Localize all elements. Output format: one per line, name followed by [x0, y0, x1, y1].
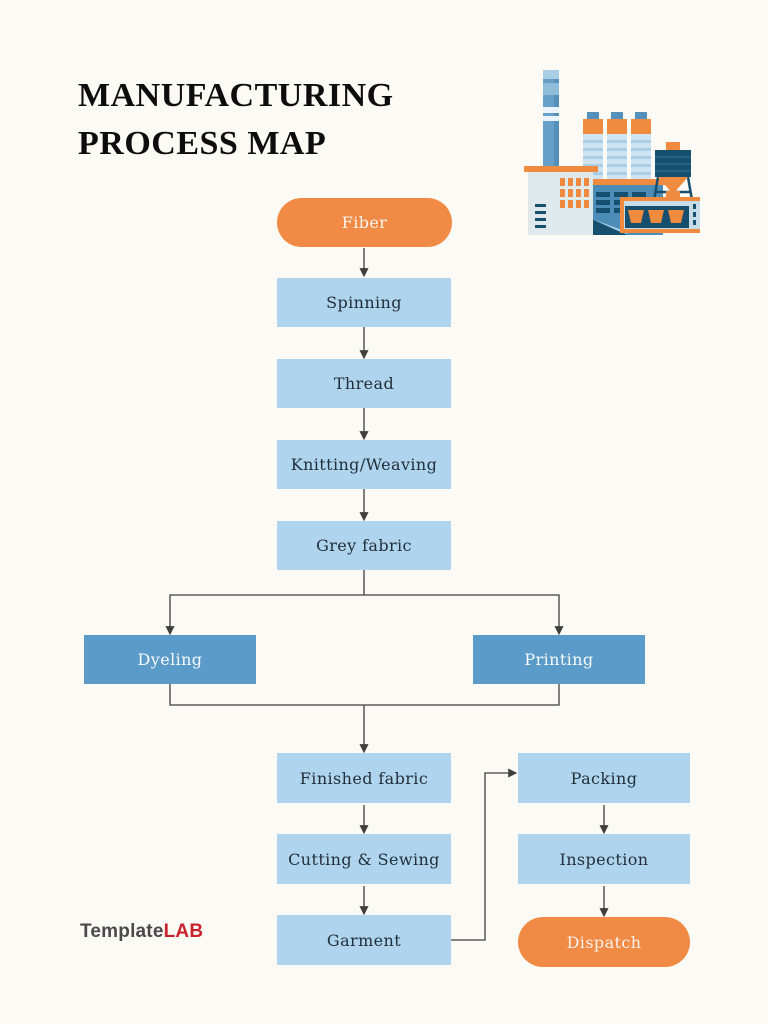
- logo-text-lab: LAB: [163, 921, 204, 942]
- node-grey-fabric: Grey fabric: [277, 521, 451, 570]
- logo-text-template: Template: [80, 921, 164, 942]
- templatelab-logo: TemplateLAB: [80, 921, 203, 943]
- node-inspection: Inspection: [518, 834, 690, 884]
- node-dispatch: Dispatch: [518, 917, 690, 967]
- factory-water-tower: [651, 142, 695, 207]
- node-cutting-sewing: Cutting & Sewing: [277, 834, 451, 884]
- node-fiber: Fiber: [277, 198, 452, 247]
- node-thread: Thread: [277, 359, 451, 408]
- factory-chimney: [543, 70, 559, 171]
- page-title-line1: MANUFACTURING: [78, 77, 394, 114]
- node-spinning: Spinning: [277, 278, 451, 327]
- node-packing: Packing: [518, 753, 690, 803]
- node-knitting-weaving: Knitting/Weaving: [277, 440, 451, 489]
- factory-low-building: [620, 197, 700, 233]
- node-printing: Printing: [473, 635, 645, 684]
- node-finished-fabric: Finished fabric: [277, 753, 451, 803]
- factory-illustration-icon: [524, 70, 700, 235]
- factory-left-building: [524, 166, 598, 235]
- page-title: MANUFACTURING PROCESS MAP: [78, 72, 394, 168]
- node-dyeling: Dyeling: [84, 635, 256, 684]
- page-title-line2: PROCESS MAP: [78, 125, 327, 162]
- node-garment: Garment: [277, 915, 451, 965]
